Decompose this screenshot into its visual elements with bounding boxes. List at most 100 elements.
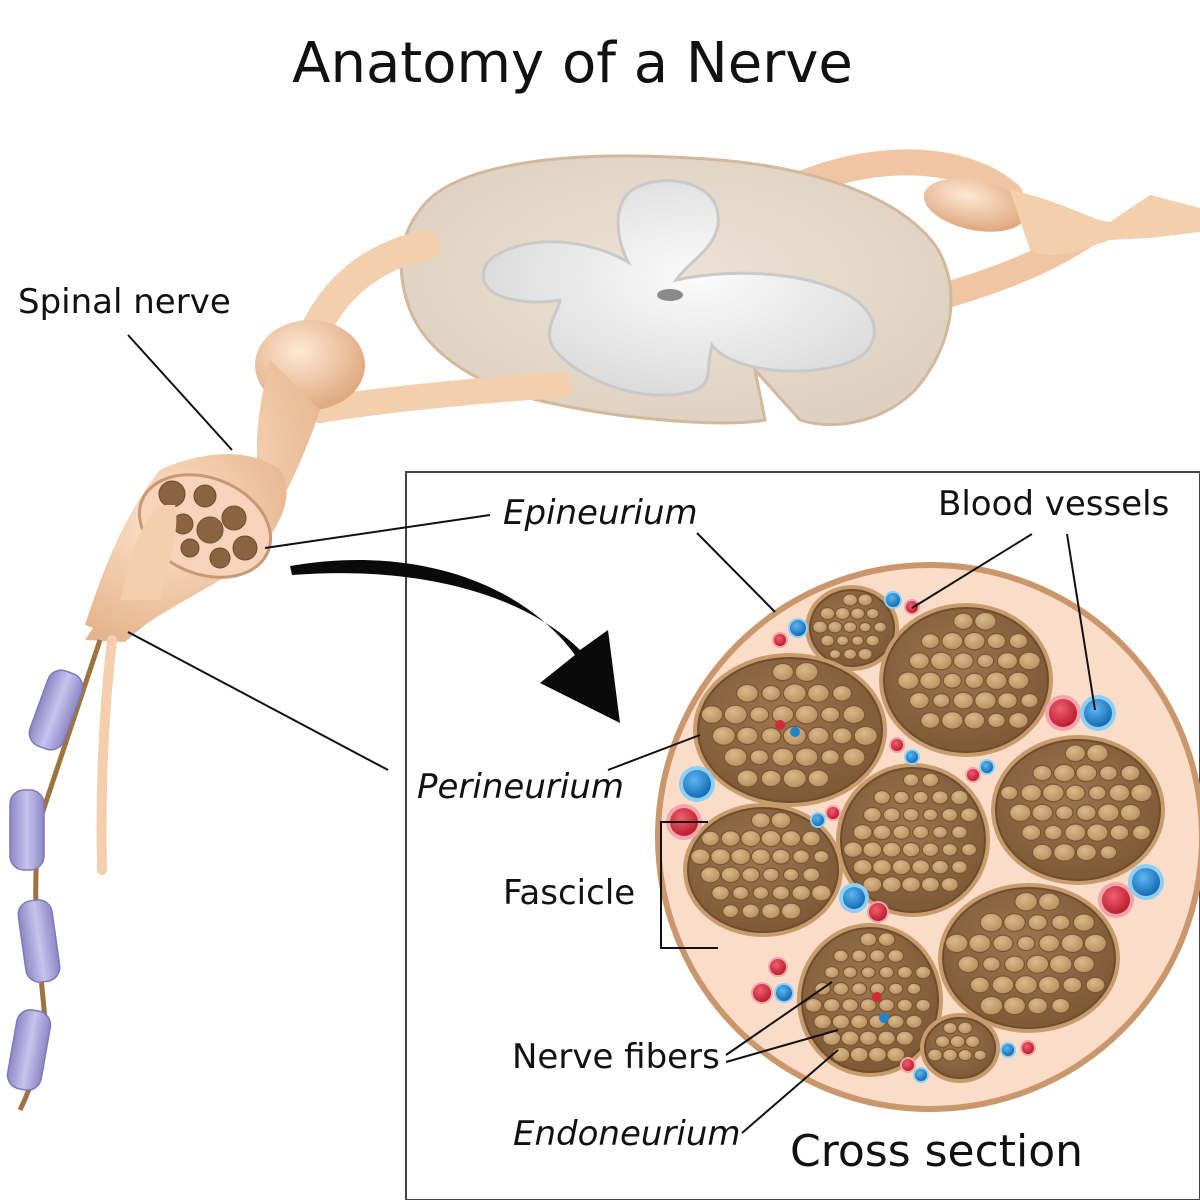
- inner-cut-trunk: [120, 505, 177, 600]
- nerve-fiber: [1021, 824, 1042, 841]
- nerve-fiber: [952, 612, 974, 630]
- nerve-fiber: [840, 1030, 860, 1047]
- leader-blood-vessel-2: [1066, 533, 1096, 711]
- leader-endoneurium: [741, 1049, 839, 1134]
- leader-blood-vessel-1: [911, 533, 1033, 609]
- nerve-fiber: [901, 876, 921, 893]
- nerve-fiber: [749, 749, 770, 766]
- nerve-fiber: [842, 841, 864, 859]
- artery: [770, 959, 786, 975]
- artery: [967, 769, 979, 781]
- nerve-fiber: [979, 912, 1004, 933]
- nerve-fiber: [1008, 632, 1029, 650]
- nerve-fiber: [812, 620, 828, 634]
- nerve-fiber: [752, 885, 770, 900]
- capillary-artery: [872, 992, 882, 1002]
- fascicle: [805, 585, 899, 671]
- nerve-fiber: [842, 621, 858, 634]
- nerve-fiber: [1083, 933, 1108, 954]
- nerve-fiber: [1120, 764, 1141, 782]
- nerve-fiber: [1008, 803, 1032, 823]
- nerve-fiber: [732, 885, 750, 901]
- nerve-fiber: [833, 949, 849, 963]
- nerve-fiber: [920, 876, 941, 893]
- nerve-fiber: [934, 1035, 951, 1049]
- central-canal: [657, 289, 683, 301]
- nerve-fiber: [794, 747, 819, 768]
- nerve-fiber: [771, 705, 795, 725]
- nerve-fiber: [963, 711, 986, 730]
- artery: [1049, 699, 1077, 727]
- nerve-fiber: [1027, 997, 1049, 1015]
- nerve-fiber: [827, 620, 843, 634]
- nerve-fiber: [762, 867, 780, 883]
- nerve-fiber: [831, 684, 853, 702]
- nerve-fiber: [949, 1034, 966, 1049]
- vein: [812, 814, 824, 826]
- nerve-fiber: [1020, 692, 1039, 709]
- nerve-fiber: [1043, 824, 1063, 841]
- nerve-fiber: [1007, 671, 1030, 690]
- capillary-artery: [775, 720, 785, 730]
- nerve-fiber: [896, 998, 914, 1013]
- nerve-fiber: [700, 705, 724, 724]
- nerve-fiber: [1020, 783, 1043, 802]
- nerve-fiber: [950, 789, 969, 806]
- nerve-fiber: [723, 704, 748, 725]
- nerve-fiber: [932, 825, 949, 839]
- nerve-fiber: [920, 633, 940, 650]
- nerve-fiber: [761, 902, 781, 920]
- nerve-fiber: [1064, 823, 1087, 842]
- nerve-fiber: [771, 885, 791, 901]
- nerve-fiber: [914, 965, 932, 980]
- label-cross-section: Cross section: [790, 1126, 1084, 1177]
- nerve-fiber: [770, 811, 792, 829]
- nerve-fiber: [741, 866, 761, 883]
- nerve-fiber: [1031, 843, 1053, 862]
- nerve-fiber: [720, 830, 741, 847]
- nerve-fiber: [1065, 784, 1086, 802]
- nerve-fiber: [831, 727, 853, 745]
- artery: [1022, 1042, 1034, 1054]
- label-endoneurium: Endoneurium: [513, 1114, 741, 1154]
- nerve-fiber: [1000, 785, 1019, 801]
- artery: [869, 903, 887, 921]
- nerve-fiber: [771, 747, 795, 767]
- nerve-fiber: [849, 1046, 869, 1063]
- nerve-fiber: [1014, 891, 1038, 912]
- nerve-fiber: [1088, 785, 1107, 801]
- nerve-fiber: [997, 691, 1018, 710]
- nerve-fiber: [862, 806, 882, 823]
- fascicle-bracket: [660, 821, 718, 949]
- artery: [774, 634, 786, 646]
- leader-spinal-nerve: [127, 334, 233, 451]
- nerve-fiber: [908, 652, 930, 670]
- vein: [1084, 699, 1112, 727]
- nerve-fiber: [941, 842, 958, 857]
- nerve-fiber: [974, 611, 997, 631]
- nerve-fiber: [1038, 934, 1061, 953]
- leader-perineurium: [607, 734, 701, 771]
- nerve-fiber: [1086, 743, 1109, 763]
- vein: [790, 620, 806, 636]
- nerve-fiber: [944, 933, 969, 954]
- vein: [886, 593, 900, 607]
- artery: [902, 1059, 914, 1071]
- nerve-fiber: [794, 661, 819, 683]
- nerve-fiber: [968, 933, 992, 954]
- label-spinal-nerve: Spinal nerve: [18, 282, 231, 322]
- nerve-fiber: [931, 790, 949, 805]
- nerve-fiber: [919, 671, 942, 690]
- nerve-fiber: [1018, 651, 1041, 671]
- nerve-fiber: [1050, 914, 1071, 931]
- nerve-fiber: [750, 848, 771, 866]
- nerve-fiber: [1075, 763, 1098, 783]
- nerve-fiber: [976, 653, 995, 669]
- nerve-fiber: [979, 995, 1004, 1016]
- fascicle: [693, 653, 887, 807]
- nerve-fiber: [824, 965, 840, 979]
- nerve-fiber: [941, 631, 964, 651]
- nerve-fiber: [831, 1014, 851, 1030]
- grey-matter: [481, 179, 876, 397]
